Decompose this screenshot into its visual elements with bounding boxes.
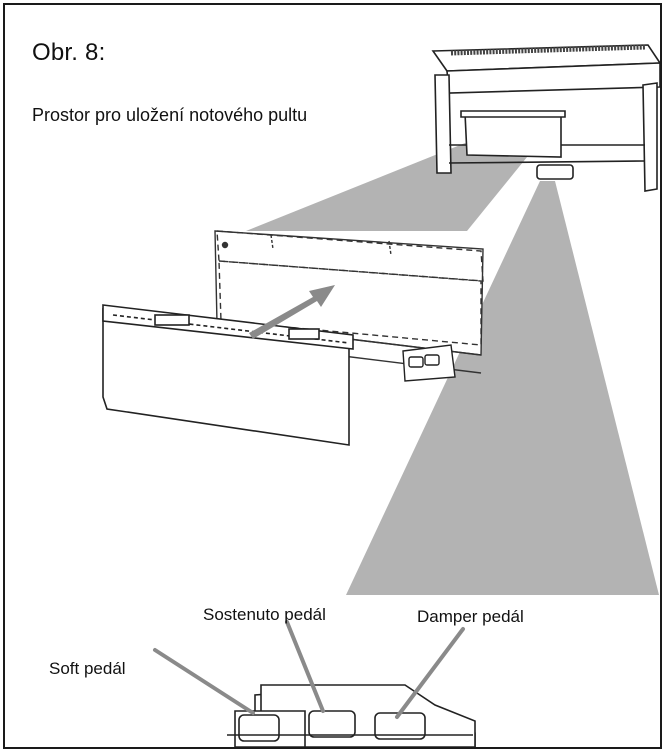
piano-stand-drawing	[431, 44, 660, 192]
leader-lines	[153, 620, 465, 719]
pedal-unit-large	[227, 684, 476, 747]
figure-title: Obr. 8:	[32, 39, 106, 66]
soft-pedal-label: Soft pedál	[49, 659, 126, 678]
pedal-unit-small	[402, 344, 456, 382]
sostenuto-pedal-label: Sostenuto pedál	[203, 605, 326, 624]
storage-caption: Prostor pro uložení notového pultu	[32, 105, 308, 125]
pedal-zoom-beam	[346, 181, 659, 595]
damper-pedal-label: Damper pedál	[417, 607, 524, 626]
figure-frame: Obr. 8: Prostor pro uložení notového pul…	[3, 3, 662, 749]
illustration	[102, 44, 660, 747]
storage-board-drawing	[214, 230, 484, 374]
insert-arrow	[249, 285, 335, 339]
